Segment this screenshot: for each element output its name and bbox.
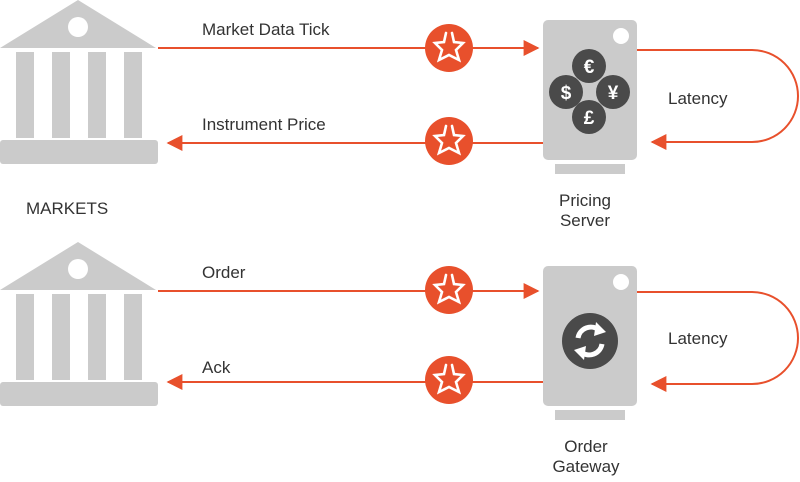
euro-symbol: € [584, 57, 595, 78]
star-burst-icon [423, 115, 475, 167]
pricing-server: € $ ¥ £ [543, 20, 637, 174]
currency-symbols-icon: € $ ¥ £ [549, 49, 630, 134]
order-gateway-server [543, 266, 637, 420]
instrument-price-label: Instrument Price [202, 115, 326, 134]
markets-bank-icon-top [0, 0, 158, 164]
pricing-latency-loop-arrow [637, 49, 799, 150]
ack-label: Ack [202, 358, 231, 377]
order-latency-label: Latency [668, 329, 728, 348]
pricing-server-label-line2: Server [560, 211, 610, 230]
pricing-server-label-line1: Pricing [559, 191, 611, 210]
order-label: Order [202, 263, 246, 282]
market-data-tick-label: Market Data Tick [202, 20, 330, 39]
pound-symbol: £ [584, 108, 595, 129]
pricing-latency-label: Latency [668, 89, 728, 108]
markets-bank-icon-bottom [0, 242, 158, 406]
order-gateway-label-line1: Order [564, 437, 608, 456]
star-burst-icon [423, 264, 475, 316]
dollar-symbol: $ [561, 83, 572, 104]
order-gateway-label-line2: Gateway [552, 457, 620, 476]
yen-symbol: ¥ [608, 83, 619, 104]
star-burst-icon [423, 354, 475, 406]
markets-label: MARKETS [26, 199, 108, 218]
refresh-sync-icon [562, 313, 618, 369]
star-burst-icon [423, 22, 475, 74]
order-latency-loop-arrow [637, 291, 799, 392]
